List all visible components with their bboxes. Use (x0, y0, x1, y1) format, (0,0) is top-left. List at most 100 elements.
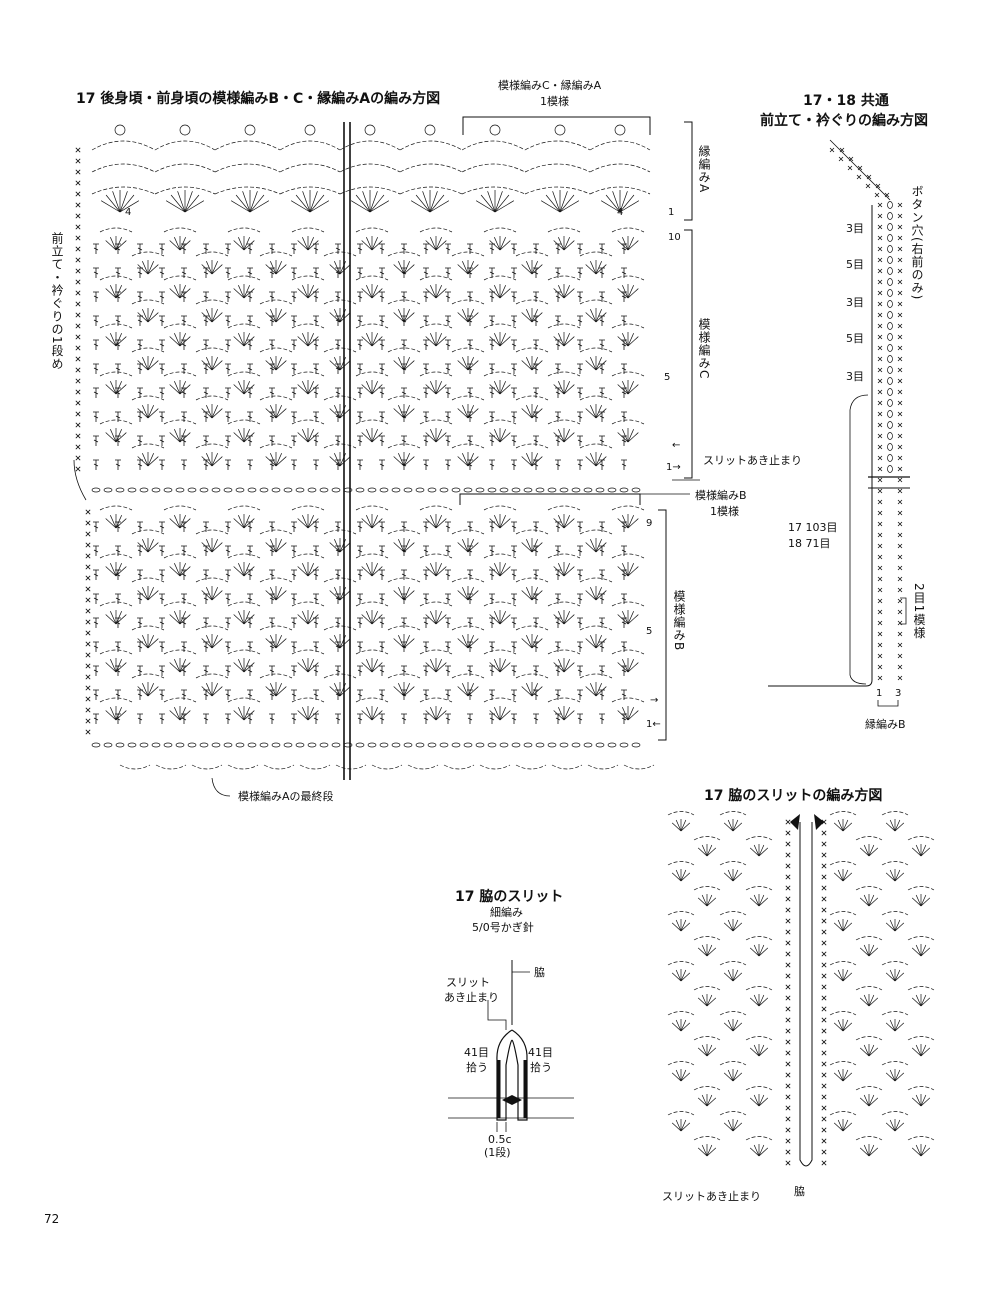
sc-symbol (877, 488, 883, 494)
fan-stitch (307, 563, 314, 577)
fan-stitch (179, 384, 191, 395)
sc-symbol (877, 301, 883, 307)
sc-symbol (877, 444, 883, 450)
chain-arc (611, 553, 645, 559)
fan-stitch (435, 710, 447, 721)
sc-symbol (897, 521, 903, 527)
fan-stitch (457, 264, 469, 275)
fan-stitch (295, 194, 311, 213)
fan-stitch (706, 1094, 713, 1107)
fan-stitch (243, 237, 250, 251)
chain-arc (195, 251, 229, 257)
dc-symbol (489, 689, 495, 700)
sc-symbol (877, 576, 883, 582)
fan-stitch (727, 919, 734, 932)
fan-stitch (425, 614, 437, 625)
dc-symbol (159, 459, 165, 470)
fan-stitch (701, 994, 708, 1007)
dc-symbol (577, 315, 583, 326)
fan-stitch (706, 1144, 713, 1157)
sc-symbol (847, 165, 853, 171)
dc-symbol (533, 315, 539, 326)
fan-stitch (179, 432, 191, 443)
fan-stitch (334, 357, 341, 371)
fan-stitch (457, 542, 469, 553)
fan-stitch (369, 200, 390, 213)
fan-stitch (457, 456, 469, 467)
chain-arc (745, 936, 773, 941)
dc-symbol (269, 411, 275, 422)
sc-symbol (785, 929, 791, 935)
chain-symbol (427, 742, 437, 748)
fan-stitch (842, 872, 853, 882)
dc-symbol (511, 363, 517, 374)
chain-arc (323, 673, 357, 679)
dc-symbol (423, 291, 429, 302)
band-total-17: 17 103目 (788, 521, 838, 534)
dc-symbol (357, 387, 363, 398)
fan-stitch (585, 408, 597, 419)
chain-arc (483, 649, 517, 655)
fan-stitch (868, 1097, 879, 1107)
fan-stitch (233, 240, 245, 251)
chain-symbol (511, 742, 521, 748)
slit-schematic-side: 脇 (534, 966, 545, 979)
fan-stitch (553, 614, 565, 625)
fan-stitch (863, 1144, 870, 1157)
slit-schematic-left-pick: 拾う (466, 1061, 488, 1074)
dc-symbol (511, 267, 517, 278)
fan-stitch (462, 357, 469, 371)
sc-symbol (821, 973, 827, 979)
sc-symbol (85, 586, 91, 592)
fan-stitch (206, 357, 213, 371)
band-oval (887, 355, 893, 363)
fan-stitch (489, 710, 501, 721)
dc-symbol (489, 459, 495, 470)
fan-stitch (429, 200, 450, 213)
fan-stitch (249, 191, 258, 213)
fan-stitch (179, 285, 186, 299)
chain-arc (745, 1086, 773, 1091)
sc-symbol (877, 345, 883, 351)
dc-symbol (467, 689, 473, 700)
dc-symbol (313, 291, 319, 302)
chain-arc (195, 577, 229, 583)
fan-stitch (894, 969, 901, 982)
chain-arc (881, 861, 909, 866)
fan-stitch (147, 539, 154, 553)
dc-symbol (599, 665, 605, 676)
fan-stitch (243, 429, 250, 443)
fan-stitch (842, 972, 853, 982)
fan-stitch (334, 309, 341, 323)
fan-stitch (590, 587, 597, 601)
dc-symbol (599, 689, 605, 700)
dc-symbol (115, 243, 121, 254)
fan-stitch (403, 683, 410, 697)
dc-symbol (357, 617, 363, 628)
chain-symbol (451, 742, 461, 748)
fan-stitch (622, 515, 629, 529)
fan-stitch (110, 611, 117, 625)
fan-stitch (559, 191, 568, 213)
dc-symbol (247, 339, 253, 350)
fan-stitch (147, 456, 159, 467)
fan-stitch (165, 200, 186, 213)
dc-symbol (379, 689, 385, 700)
fan-stitch (563, 285, 570, 299)
fan-stitch (697, 947, 708, 957)
fan-stitch (697, 847, 708, 857)
fan-stitch (894, 1072, 905, 1082)
dc-symbol (181, 435, 187, 446)
chain-symbol (319, 742, 329, 748)
fan-stitch (243, 432, 255, 443)
fan-stitch (863, 844, 870, 857)
fan-stitch (435, 659, 442, 673)
fan-stitch (558, 429, 565, 443)
fan-stitch (595, 542, 607, 553)
chain-arc (483, 323, 517, 329)
sc-symbol (821, 951, 827, 957)
band-repeat-bracket (900, 597, 907, 625)
fan-stitch (169, 710, 181, 721)
dc-symbol (379, 459, 385, 470)
fan-stitch (334, 453, 341, 467)
